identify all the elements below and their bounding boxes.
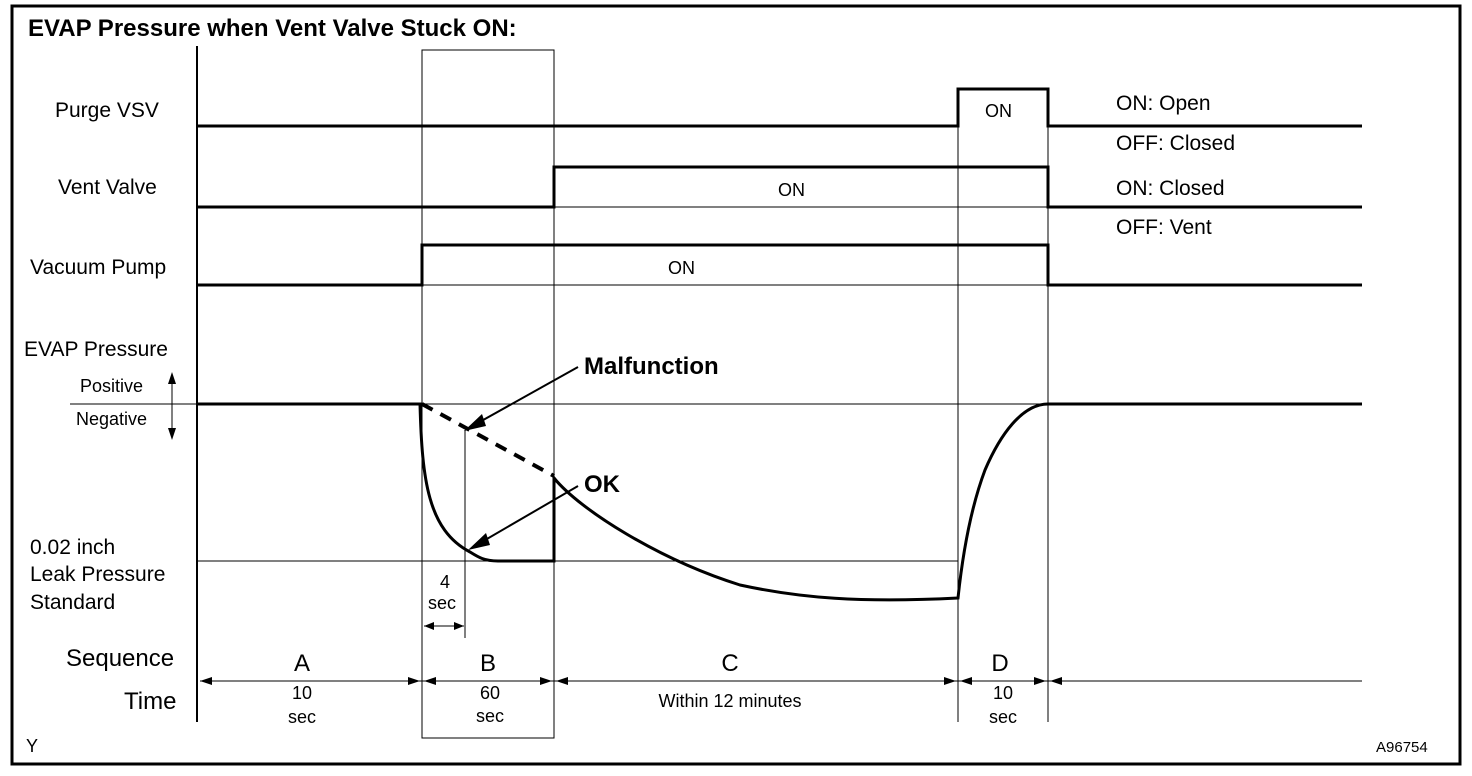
row-label-purge-vsv: Purge VSV — [55, 99, 159, 122]
sequence-letter-a: A — [294, 650, 310, 677]
vacuum-pump-signal — [197, 243, 1362, 287]
row-label-vent-valve: Vent Valve — [58, 176, 157, 199]
sequence-letter-c: C — [721, 650, 738, 677]
malfunction-dashed-path — [421, 402, 555, 478]
row-label-time: Time — [124, 688, 176, 715]
four-sec-value: 4 — [440, 572, 450, 592]
figure-code: A96754 — [1376, 739, 1428, 756]
leak-standard-line2: Leak Pressure — [30, 563, 165, 586]
row-label-evap-pressure: EVAP Pressure — [24, 338, 168, 361]
vacuum-pump-on-label: ON — [668, 258, 695, 278]
leak-standard-line3: Standard — [30, 591, 115, 614]
legend-vent-on: ON: Closed — [1116, 177, 1225, 200]
time-arrows-icon — [200, 677, 1062, 685]
ok-arrow-icon — [468, 485, 579, 550]
callout-ok: OK — [584, 471, 621, 498]
diagram-title: EVAP Pressure when Vent Valve Stuck ON: — [28, 15, 517, 42]
purge-vsv-on-label: ON — [985, 101, 1012, 121]
time-a-unit: sec — [288, 707, 316, 727]
diagram-frame — [10, 4, 1462, 766]
corner-mark-left: Y — [26, 736, 38, 756]
label-negative: Negative — [76, 409, 147, 429]
row-label-sequence: Sequence — [66, 645, 174, 672]
legend-vent-off: OFF: Vent — [1116, 216, 1212, 239]
evap-pressure-curve — [197, 402, 1362, 602]
leak-standard-line1: 0.02 inch — [30, 536, 115, 559]
pos-neg-arrow-icon — [168, 372, 176, 440]
sequence-letter-b: B — [480, 650, 496, 677]
row-label-vacuum-pump: Vacuum Pump — [30, 256, 166, 279]
time-b-value: 60 — [480, 683, 500, 703]
legend-purge-on: ON: Open — [1116, 92, 1211, 115]
four-sec-arrow-icon — [424, 622, 464, 630]
time-d-unit: sec — [989, 707, 1017, 727]
time-a-value: 10 — [292, 683, 312, 703]
vent-valve-on-label: ON — [778, 180, 805, 200]
malfunction-arrow-icon — [464, 366, 579, 431]
time-d-value: 10 — [993, 683, 1013, 703]
vent-valve-signal — [197, 165, 1362, 209]
time-b-unit: sec — [476, 706, 504, 726]
label-positive: Positive — [80, 376, 143, 396]
callout-malfunction: Malfunction — [584, 353, 719, 380]
sequence-b-box — [421, 49, 555, 739]
legend-purge-off: OFF: Closed — [1116, 132, 1235, 155]
time-c-value: Within 12 minutes — [658, 691, 801, 711]
sequence-letter-d: D — [991, 650, 1008, 677]
four-sec-unit: sec — [428, 593, 456, 613]
